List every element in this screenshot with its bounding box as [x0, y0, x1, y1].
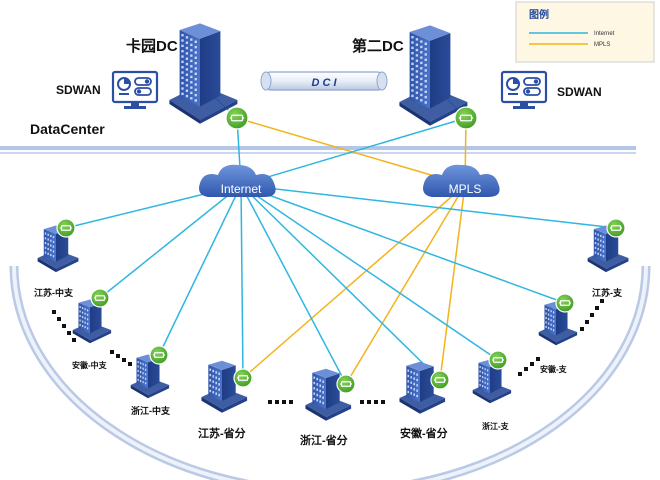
legend-mpls-label: MPLS [594, 42, 610, 48]
ellipsis-dot [580, 327, 584, 331]
dc2-building [399, 25, 468, 126]
sdwan-right-label: SDWAN [557, 85, 602, 99]
ellipsis-dot [374, 400, 378, 404]
branch-router-icon-ah-sf [430, 370, 450, 390]
buildings [37, 23, 629, 421]
branch-label-zj-zz: 浙江-中支 [131, 405, 171, 416]
ellipsis-dot [289, 400, 293, 404]
ellipsis-dot [122, 358, 126, 362]
ellipsis-dot [62, 324, 66, 328]
routers [56, 106, 626, 394]
ellipsis-dot [381, 400, 385, 404]
sdwan-monitor-icon [111, 70, 159, 109]
dci-label: D C I [311, 77, 337, 89]
branch-building-js-z [587, 225, 629, 273]
ellipsis-dot [282, 400, 286, 404]
dc2-internet-link [240, 117, 467, 186]
branch-building-ah-sf [399, 361, 446, 414]
ellipsis-dot [52, 310, 56, 314]
branch-internet-link-ah-zz [99, 184, 242, 299]
legend-internet-label: Internet [594, 31, 615, 37]
branch-router-icon-zj-z [488, 350, 508, 370]
ellipsis-dot [585, 320, 589, 324]
dc1-title: 卡园DC [126, 37, 178, 55]
ellipsis-dot [536, 357, 540, 361]
branch-mpls-link-zj-sf [345, 184, 466, 385]
dci-link: D C I [260, 71, 388, 91]
branch-label-js-z: 江苏-支 [592, 287, 623, 298]
branch-router-icon-js-zz [56, 218, 76, 238]
branch-label-zj-z: 浙江-支 [482, 421, 510, 431]
ellipsis-dot [530, 362, 534, 366]
branch-internet-link-js-sf [240, 184, 244, 379]
branch-router-icon-ah-zz [90, 288, 110, 308]
ellipsis-dot [110, 350, 114, 354]
ellipsis-dot [116, 354, 120, 358]
branch-building-js-sf [201, 360, 248, 413]
ellipsis-dot [275, 400, 279, 404]
branch-router-icon-ah-z [555, 293, 575, 313]
branch-mpls-link-js-sf [242, 184, 466, 379]
ellipsis-dots [52, 299, 604, 404]
branch-internet-link-ah-z [240, 184, 566, 304]
sdwan-left-label: SDWAN [56, 83, 101, 97]
ellipsis-dot [590, 313, 594, 317]
ellipsis-dot [72, 338, 76, 342]
ellipsis-dot [57, 317, 61, 321]
branch-router-icon-zj-sf [336, 374, 356, 394]
branch-mpls-link-ah-sf [439, 184, 466, 381]
branch-area-arc [9, 265, 651, 480]
branch-label-ah-sf: 安徽-省分 [400, 426, 448, 440]
branch-router-icon-js-sf [233, 368, 253, 388]
branch-label-js-sf: 江苏-省分 [198, 426, 246, 440]
datacenter-label: DataCenter [30, 121, 105, 137]
branch-building-zj-sf [305, 368, 352, 421]
branch-building-ah-z [538, 301, 578, 346]
branch-label-ah-z: 安徽-支 [540, 364, 568, 374]
datacenter-divider [0, 146, 636, 154]
branch-label-js-zz: 江苏-中支 [34, 287, 74, 298]
dc1-building [169, 23, 238, 124]
network-links [65, 81, 617, 385]
ellipsis-dot [595, 306, 599, 310]
branch-building-zj-zz [130, 354, 170, 399]
ellipsis-dot [360, 400, 364, 404]
ellipsis-dot [268, 400, 272, 404]
branch-internet-link-js-z [240, 184, 617, 229]
internet-cloud: Internet [199, 164, 276, 197]
ellipsis-dot [518, 372, 522, 376]
branch-internet-link-zj-z [240, 184, 499, 361]
mpls-cloud: MPLS [423, 164, 500, 197]
legend-title: 图例 [529, 8, 549, 21]
branch-label-ah-zz: 安徽-中支 [72, 360, 108, 370]
branch-internet-link-zj-zz [158, 184, 242, 356]
sdwan-monitor-icon [500, 70, 548, 109]
mpls-cloud-label: MPLS [449, 182, 482, 196]
ellipsis-dot [67, 331, 71, 335]
branch-building-ah-zz [72, 299, 112, 344]
branch-router-icon-js-z [606, 218, 626, 238]
dc1-router-icon [225, 106, 249, 130]
branch-internet-link-zj-sf [240, 184, 347, 385]
branch-internet-link-ah-sf [240, 184, 441, 381]
ellipsis-dot [600, 299, 604, 303]
dc2-title: 第二DC [352, 37, 404, 55]
legend: 图例 Internet MPLS [515, 1, 655, 63]
internet-cloud-label: Internet [221, 182, 262, 196]
branch-label-zj-sf: 浙江-省分 [300, 433, 348, 447]
branch-router-icon-zj-zz [149, 345, 169, 365]
ellipsis-dot [367, 400, 371, 404]
ellipsis-dot [128, 362, 132, 366]
dc2-router-icon [454, 106, 478, 130]
ellipsis-dot [524, 367, 528, 371]
